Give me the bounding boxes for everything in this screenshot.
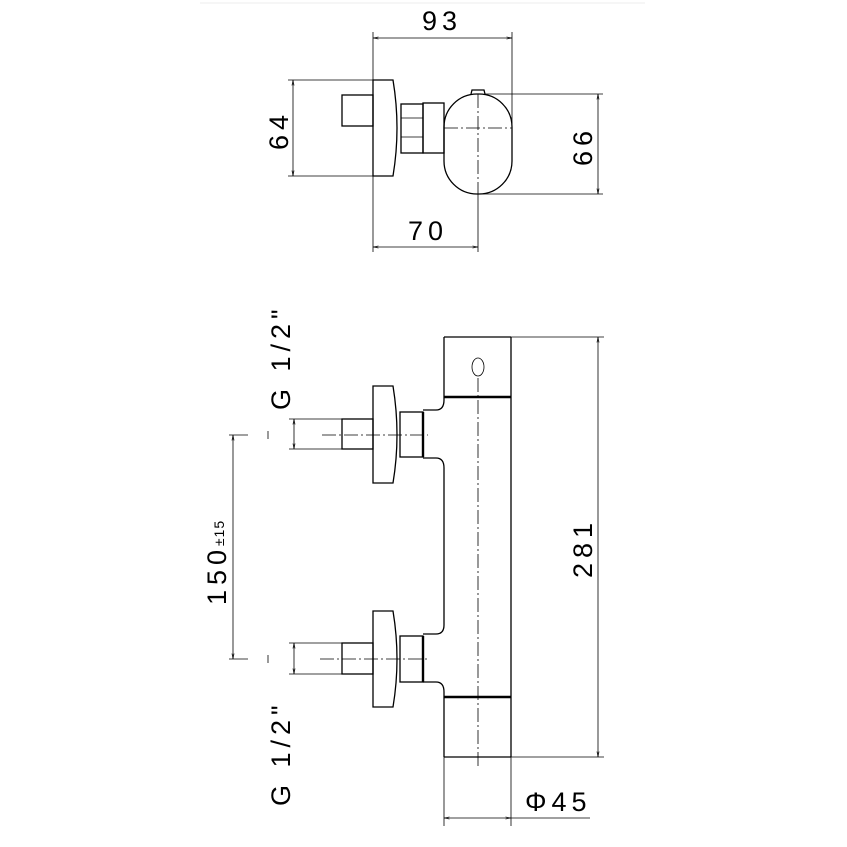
top-pipe [341, 94, 374, 127]
body-contour [423, 337, 445, 757]
top-view: 93 64 66 70 [264, 6, 603, 252]
dim-66: 66 [568, 126, 598, 166]
cap-marking-o [471, 357, 485, 377]
dim-150: 150 [202, 545, 232, 605]
dim-150-tolerance: ±15 [211, 520, 227, 546]
top-knob [470, 89, 486, 95]
dim-93: 93 [422, 6, 462, 36]
front-view: G 1/2" G 1/2" 150 ±15 281 Φ45 [202, 304, 604, 826]
top-neck [422, 102, 445, 154]
upper-inlet [322, 385, 428, 484]
top-hex-nut [400, 103, 424, 154]
dim-70: 70 [408, 216, 448, 246]
top-flange [372, 79, 398, 177]
dim-diameter-45: Φ45 [525, 787, 592, 817]
thread-label-top: G 1/2" [266, 304, 296, 410]
lower-inlet [320, 610, 428, 708]
dim-64: 64 [264, 110, 294, 150]
thread-label-bottom: G 1/2" [266, 700, 296, 806]
dim-281: 281 [568, 518, 598, 578]
